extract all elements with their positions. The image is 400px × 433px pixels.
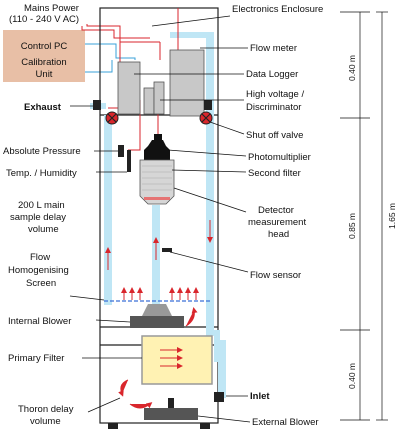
delay-volume-label-2: sample delay	[10, 212, 66, 223]
lead-thoron	[87, 397, 121, 413]
lead-flow-screen	[69, 295, 105, 301]
lead-photomultiplier	[167, 149, 247, 157]
dimension-top-label: 0.40 m	[347, 55, 357, 81]
second-filter	[144, 197, 170, 200]
high-voltage-label: High voltage /	[246, 89, 304, 100]
calibration-unit-label-2: Unit	[36, 69, 53, 80]
hv-discriminator-box-2	[153, 81, 165, 115]
primary-filter-label: Primary Filter	[8, 353, 64, 364]
inlet-duct	[218, 340, 226, 398]
thoron-delay-label-2: volume	[30, 416, 61, 427]
flow-meter-fitting	[204, 100, 212, 110]
detector-head-hatch	[142, 165, 172, 191]
primary-filter	[141, 335, 213, 385]
foot-right	[200, 423, 210, 429]
external-blower	[144, 408, 198, 420]
thoron-delay-label-1: Thoron delay	[18, 404, 74, 415]
thoron-arrow-1	[118, 379, 129, 397]
inlet-label: Inlet	[250, 391, 270, 402]
data-logger-box	[117, 61, 141, 115]
data-logger-label: Data Logger	[246, 69, 298, 80]
valve-cross-right	[201, 113, 211, 123]
internal-blower-cone	[142, 304, 172, 316]
photomultiplier-label: Photomultiplier	[248, 152, 311, 163]
absolute-pressure-label: Absolute Pressure	[3, 146, 81, 157]
lead-detector-head	[173, 187, 247, 213]
exhaust-fitting	[93, 100, 101, 110]
external-blower-nozzle	[168, 398, 174, 408]
detector-head-label-3: head	[268, 229, 289, 240]
shut-off-valve-label: Shut off valve	[246, 130, 303, 141]
lead-second-filter	[171, 169, 247, 173]
dimension-total-label: 1.65 m	[387, 203, 397, 229]
left-duct	[104, 115, 112, 305]
valve-cross-left	[107, 113, 117, 123]
exhaust-label: Exhaust	[24, 102, 62, 113]
internal-blower	[130, 316, 184, 328]
sensor-cable	[128, 100, 141, 151]
lead-electronics	[151, 15, 231, 27]
hv-discriminator-box	[143, 87, 155, 115]
flow-meter-box	[169, 49, 205, 117]
internal-blower-label: Internal Blower	[8, 316, 71, 327]
flow-screen-label-1: Flow	[30, 252, 50, 263]
right-lower-duct	[214, 330, 220, 362]
internal-blower-arrow	[185, 307, 198, 327]
right-return-duct	[206, 330, 220, 336]
detector-head-label-1: Detector	[258, 205, 294, 216]
lead-shut-off	[209, 121, 245, 135]
dimension-bottom-label: 0.40 m	[347, 363, 357, 389]
mains-cable-2	[81, 26, 150, 39]
mains-cable	[86, 24, 160, 43]
flow-screen-label-2: Homogenising	[8, 265, 69, 276]
lead-internal-blower	[95, 319, 131, 323]
flow-screen-label-3: Screen	[26, 278, 56, 289]
control-pc-label: Control PC	[21, 41, 68, 52]
foot-left	[108, 423, 118, 429]
control-pc-box	[3, 30, 85, 82]
top-duct	[170, 32, 214, 38]
pc-cable-blue-2	[85, 60, 113, 73]
detector-head-label-2: measurement	[248, 217, 306, 228]
pc-cable-blue	[85, 43, 136, 60]
photomultiplier-cap	[154, 134, 162, 141]
flow-meter-label: Flow meter	[250, 43, 297, 54]
detector-enclosure	[99, 7, 219, 424]
primary-filter-arrows	[160, 347, 183, 369]
delay-volume-label-1: 200 L main	[18, 200, 65, 211]
right-duct	[206, 32, 214, 330]
temp-humidity-label: Temp. / Humidity	[6, 168, 77, 179]
electronics-enclosure-label: Electronics Enclosure	[232, 4, 323, 15]
external-blower-label: External Blower	[252, 417, 319, 428]
photomultiplier-tube	[144, 140, 170, 160]
dimension-middle-label: 0.85 m	[347, 213, 357, 239]
discriminator-label: Discriminator	[246, 102, 301, 113]
flow-sensor-label: Flow sensor	[250, 270, 301, 281]
second-filter-label: Second filter	[248, 168, 301, 179]
lead-flow-sensor	[169, 251, 249, 273]
absolute-pressure-sensor	[118, 145, 124, 157]
calibration-unit-label: Calibration	[21, 57, 66, 68]
mains-power-range-label: (110 - 240 V AC)	[9, 14, 79, 25]
thoron-arrow-2	[129, 402, 153, 409]
flow-sensor	[162, 248, 172, 252]
inlet-fitting	[214, 392, 224, 402]
mains-power-label: Mains Power	[24, 3, 79, 14]
detector-head	[139, 159, 175, 205]
delay-volume-label-3: volume	[28, 224, 59, 235]
screen-arrows	[121, 287, 199, 300]
lead-external-blower	[197, 415, 251, 423]
dimension-bars	[340, 11, 388, 421]
temp-humidity-sensor	[127, 150, 131, 172]
